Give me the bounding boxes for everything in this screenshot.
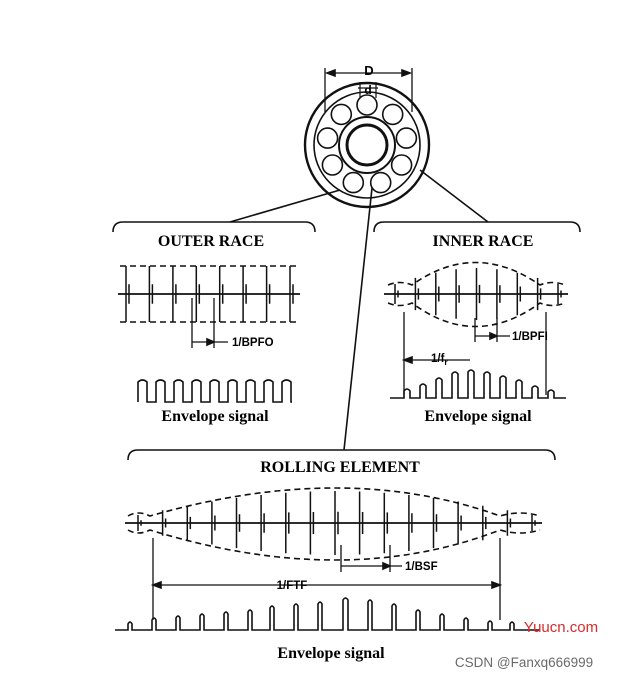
pitch-diameter-label: D	[364, 63, 373, 78]
rolling-element-bracket	[127, 449, 556, 461]
inner-race-period-label: 1/BPFI	[512, 331, 548, 343]
rolling-element-impulses	[137, 491, 536, 555]
rolling-ball	[321, 154, 344, 176]
rolling-element-upper-envelope	[127, 487, 541, 517]
rolling-element-cage-arrow-left	[150, 580, 162, 590]
outer-race-bracket	[112, 221, 316, 233]
inner-race-period-arrowhead	[489, 331, 500, 341]
bearing-bore	[345, 123, 389, 167]
ball-diameter-label: d	[364, 83, 371, 97]
rolling-ball	[356, 94, 378, 116]
outer-race-period-label: 1/BPFO	[232, 337, 274, 349]
inner-race-impulses	[394, 268, 562, 320]
rolling-element-waveform	[125, 487, 542, 561]
outer-race-period-arrowhead	[206, 337, 217, 347]
outer-race-title: OUTER RACE	[158, 233, 264, 250]
watermark-author: CSDN @Fanxq666999	[455, 655, 593, 670]
rolling-balls	[316, 94, 418, 194]
rolling-ball	[369, 171, 392, 194]
inner-race-shaft-label: 1/fr	[431, 353, 448, 367]
leader-inner-race	[419, 169, 489, 223]
rolling-element-title: ROLLING ELEMENT	[260, 459, 420, 476]
rolling-element-cage-arrow-right	[491, 580, 503, 590]
rolling-element-period-arrowhead	[382, 561, 393, 571]
outer-race-envelope-label: Envelope signal	[161, 408, 269, 425]
rolling-ball	[330, 103, 353, 126]
inner-race-upper-envelope	[387, 261, 566, 286]
rolling-ball	[342, 171, 365, 194]
rolling-ball	[395, 127, 418, 149]
bearing-inner-race	[338, 116, 396, 174]
rolling-element-envelope-signal	[115, 597, 540, 631]
inner-race-envelope-label: Envelope signal	[424, 408, 532, 425]
outer-race-envelope-signal	[137, 379, 292, 403]
rolling-ball	[390, 154, 413, 176]
rolling-element-lower-envelope	[127, 529, 541, 561]
inner-race-envelope-signal	[390, 369, 566, 399]
dim-arrow-right	[401, 68, 413, 78]
leader-outer-race	[229, 189, 341, 223]
bearing-outer-ring	[303, 81, 431, 209]
watermark-site: Yuucn.com	[524, 619, 598, 636]
inner-race-bracket	[373, 221, 581, 233]
rolling-element-cage-label: 1/FTF	[277, 580, 308, 592]
rolling-element-period-label: 1/BSF	[405, 561, 438, 573]
dim-arrow-left	[324, 68, 336, 78]
rolling-element-envelope-label: Envelope signal	[277, 645, 385, 662]
outer-race-impulses	[125, 266, 294, 322]
outer-race-waveform	[118, 265, 300, 323]
inner-race-title: INNER RACE	[433, 233, 534, 250]
bearing-outer-race	[313, 91, 421, 199]
inner-race-waveform	[384, 261, 568, 328]
rolling-ball	[381, 103, 404, 126]
bearing-illustration	[303, 68, 431, 209]
leader-rolling-element	[343, 187, 373, 451]
inner-race-shaft-arrowhead	[401, 355, 413, 365]
rolling-ball	[316, 127, 339, 149]
